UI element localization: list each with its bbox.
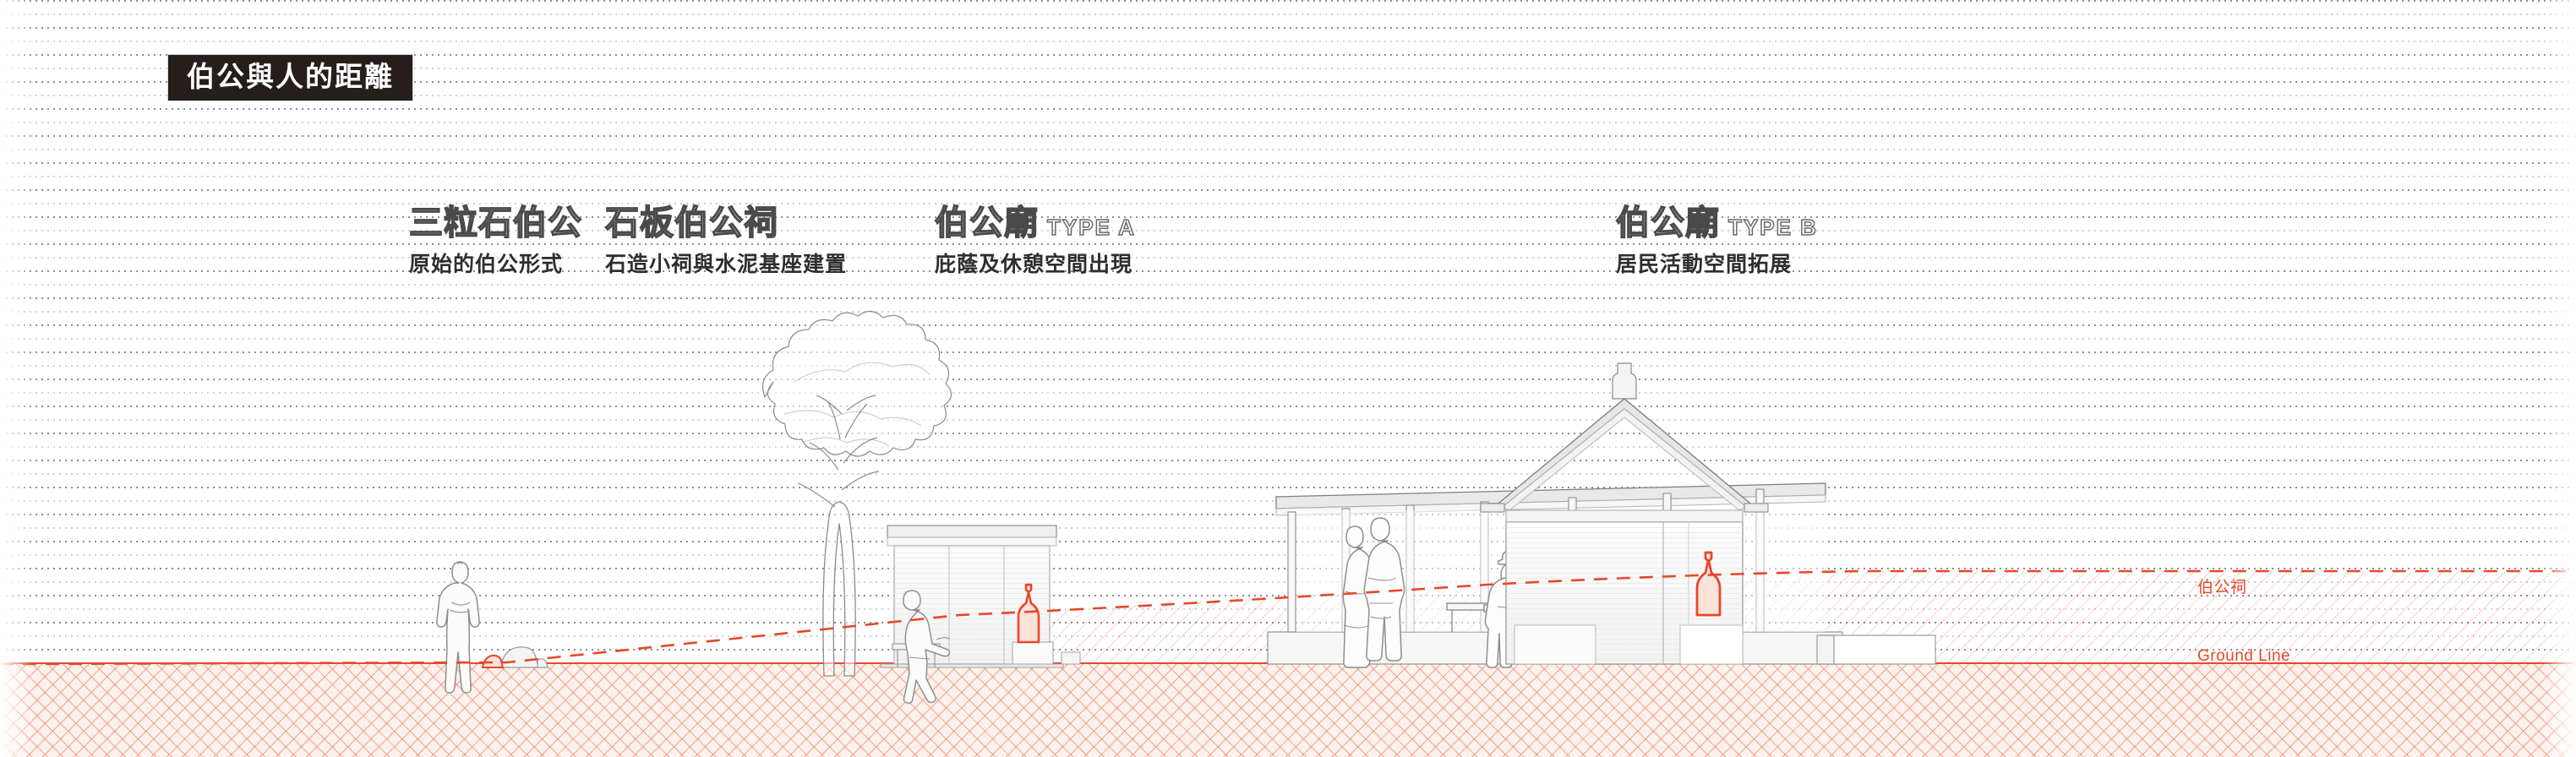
rule-line (0, 135, 2576, 137)
rule-line (0, 243, 2576, 245)
rule-line (0, 95, 2576, 96)
rule-line (0, 230, 2576, 231)
rule-line (0, 324, 2576, 326)
rule-line (0, 473, 2576, 475)
figure-standing-man (1363, 517, 1405, 662)
rule-line (0, 446, 2576, 448)
rule-line (0, 189, 2576, 191)
shrine-icon-stage2 (1012, 583, 1081, 665)
rule-line (0, 392, 2576, 394)
page-title-banner: 伯公與人的距離 (167, 54, 413, 101)
rule-line (0, 433, 2576, 434)
stage-heading: 伯公廟 TYPE A (934, 204, 1136, 242)
rule-line (0, 68, 2576, 69)
page-title: 伯公與人的距離 (187, 61, 394, 92)
stage-subtitle: 原始的伯公形式 (409, 253, 564, 276)
three-stone-shrine (481, 646, 548, 668)
stage-type-tag: TYPE B (1727, 215, 1818, 240)
rule-line (0, 14, 2576, 15)
rule-line (0, 311, 2576, 313)
stage-label-three-stone: 三粒石伯公原始的伯公形式 (408, 204, 582, 278)
rule-line (0, 460, 2576, 461)
rule-line (0, 365, 2576, 367)
rule-line (0, 378, 2576, 380)
shrine-icon-stage4 (1695, 551, 1722, 617)
stage-heading: 石板伯公祠 (604, 204, 847, 242)
stage-label-stone-slab-shrine: 石板伯公祠石造小祠與水泥基座建置 (604, 204, 848, 278)
figure-standing-1 (436, 561, 480, 694)
stage-heading-text: 三粒石伯公 (408, 204, 582, 242)
rule-line (0, 41, 2576, 42)
rule-line (0, 149, 2576, 150)
ground-hatch-band (0, 663, 2576, 757)
stage-heading: 伯公廟 TYPE B (1615, 204, 1818, 242)
rule-line (0, 203, 2576, 204)
stage-label-temple-type-a: 伯公廟 TYPE A 庇蔭及休憩空間出現 (934, 204, 1136, 278)
stage-subtitle: 庇蔭及休憩空間出現 (935, 253, 1133, 276)
rule-line (0, 297, 2576, 299)
rule-line (0, 257, 2576, 259)
stage-type-tag: TYPE A (1046, 215, 1136, 240)
stage-heading-text: 伯公廟 (1615, 204, 1720, 242)
rule-line (0, 27, 2576, 29)
annotation-shrine-datum: 伯公祠 (2197, 579, 2247, 596)
rule-line (0, 419, 2576, 421)
rule-line (0, 122, 2576, 123)
rule-line (0, 108, 2576, 110)
rule-line (0, 284, 2576, 286)
rule-line (0, 81, 2576, 83)
rule-line (0, 351, 2576, 353)
low-wall-stub (1833, 634, 1936, 665)
stage2-stone-slab-group (762, 310, 1081, 704)
rule-line (0, 406, 2576, 407)
rule-line (0, 54, 2576, 56)
rule-line (0, 162, 2576, 164)
stage-heading-text: 石板伯公祠 (604, 204, 778, 242)
stage-label-temple-type-b: 伯公廟 TYPE B 居民活動空間拓展 (1615, 204, 1818, 278)
shrine-datum-dashed-line (0, 569, 2576, 666)
stage-subtitle: 居民活動空間拓展 (1616, 253, 1793, 276)
rule-line (0, 0, 2576, 2)
stage-heading-text: 伯公廟 (934, 204, 1039, 242)
tree-outline (762, 310, 952, 677)
stage1-three-stone-group (436, 561, 548, 694)
rule-line (0, 338, 2576, 340)
annotation-ground-line: Ground Line (2197, 647, 2291, 665)
stage-heading: 三粒石伯公 (408, 204, 582, 242)
stage-subtitle: 石造小祠與水泥基座建置 (605, 253, 848, 276)
rule-line (0, 487, 2576, 488)
stage4-temple-type-b (1480, 362, 1835, 665)
rule-line (0, 216, 2576, 218)
rule-line (0, 270, 2576, 272)
rule-line (0, 176, 2576, 177)
